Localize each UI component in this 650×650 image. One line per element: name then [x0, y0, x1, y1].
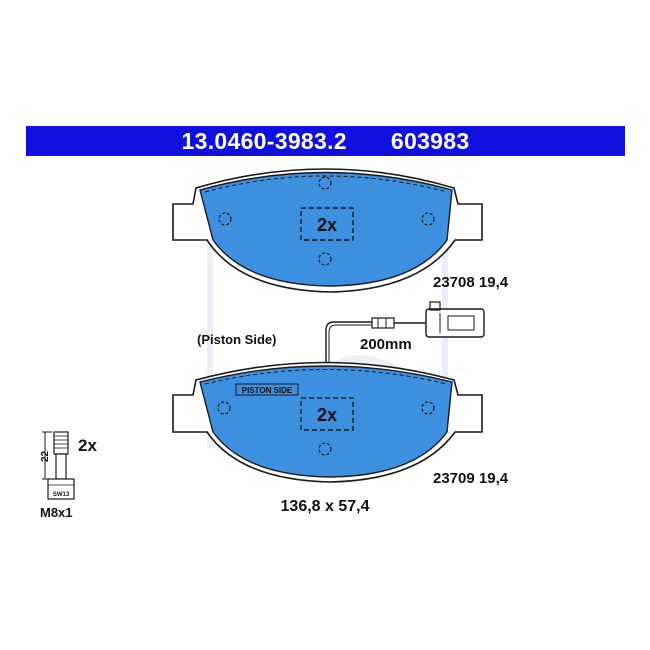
bolt-qty: 2x [78, 436, 97, 455]
top-pad-qty: 2x [317, 215, 337, 235]
bottom-marker-lower [318, 442, 332, 456]
header-banner: 13.0460-3983.2 603983 [26, 126, 625, 156]
reference-number: 603983 [390, 127, 470, 154]
bottom-friction-surface [199, 365, 453, 478]
top-pad-code: 23708 19,4 [433, 274, 509, 291]
top-friction-surface [199, 171, 453, 287]
piston-side-stamp: PISTON SIDE [242, 386, 293, 395]
top-brake-pad: 2x [172, 168, 483, 293]
top-marker-left [218, 212, 232, 226]
bottom-marker-left [217, 401, 231, 415]
bolt-thread-size: M8x1 [40, 505, 73, 520]
bolt-length: 22 [40, 450, 51, 462]
bottom-marker-right [421, 401, 435, 415]
pad-dimensions: 136,8 x 57,4 [281, 498, 370, 515]
bottom-pad-code: 23709 19,4 [433, 470, 509, 487]
part-number: 13.0460-3983.2 [181, 127, 347, 154]
bolt-thread [53, 431, 69, 455]
wire-length-label: 200mm [360, 336, 412, 353]
bottom-qty-box [300, 397, 354, 431]
top-marker-right [421, 212, 435, 226]
wear-sensor-wire [325, 301, 485, 378]
bolt-shank [55, 453, 67, 480]
bolt-key-size: SW13 [53, 492, 70, 498]
piston-side-stamp-box [235, 383, 299, 396]
top-marker-lower [318, 252, 332, 266]
bottom-brake-pad: PISTON SIDE 2x [172, 361, 483, 483]
bolt-head [47, 478, 75, 500]
top-marker-upper [318, 176, 332, 190]
bolt-drawing: 22 SW13 [40, 431, 75, 500]
piston-side-label: (Piston Side) [197, 332, 276, 347]
bottom-pad-qty: 2x [317, 405, 337, 425]
top-qty-box [300, 207, 354, 241]
sensor-connector [425, 301, 485, 338]
